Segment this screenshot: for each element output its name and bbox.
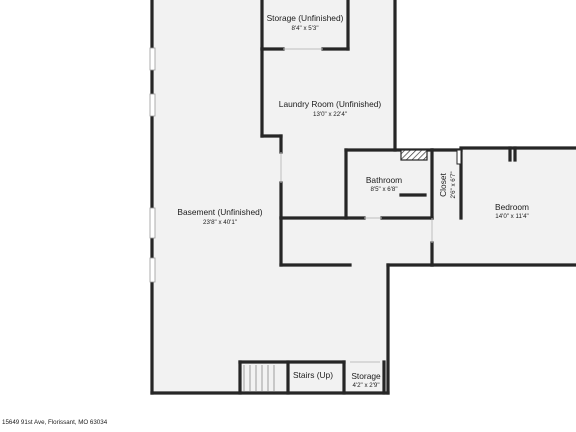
door-openings bbox=[280, 48, 433, 363]
laundry-name: Laundry Room (Unfinished) bbox=[279, 99, 382, 109]
laundry-dims: 13'0" x 22'4" bbox=[313, 111, 347, 118]
basement-dims: 23'8" x 40'1" bbox=[203, 219, 237, 226]
bathroom-fixture bbox=[400, 149, 428, 161]
closet-dims: 2'6" x 6'7" bbox=[450, 171, 457, 198]
storage-top-name: Storage (Unfinished) bbox=[267, 13, 344, 23]
basement-name: Basement (Unfinished) bbox=[177, 207, 262, 217]
address-footer: 15649 91st Ave, Florissant, MO 63034 bbox=[2, 419, 108, 426]
window-2 bbox=[149, 93, 156, 117]
storage-top-dims: 8'4" x 5'3" bbox=[291, 25, 318, 32]
window-4 bbox=[149, 257, 156, 283]
window-3 bbox=[149, 207, 156, 239]
closet-shelf bbox=[456, 149, 462, 165]
bathroom-name: Bathroom bbox=[366, 175, 402, 185]
bedroom-floor bbox=[432, 148, 576, 265]
bedroom-name: Bedroom bbox=[495, 202, 529, 212]
bedroom-dims: 14'0" x 11'4" bbox=[495, 213, 528, 220]
windows bbox=[149, 47, 156, 283]
stair-treads bbox=[243, 365, 275, 391]
walls bbox=[150, 0, 576, 395]
storage-small-name: Storage bbox=[351, 371, 381, 381]
room-labels: Storage (Unfinished) 8'4" x 5'3" Laundry… bbox=[177, 13, 529, 389]
main-floor bbox=[152, 0, 432, 393]
stairs-name: Stairs (Up) bbox=[293, 370, 333, 380]
floor-area bbox=[152, 0, 576, 393]
storage-small-dims: 4'2" x 2'9" bbox=[352, 382, 379, 389]
closet-name: Closet bbox=[438, 172, 448, 196]
window-1 bbox=[149, 47, 156, 71]
bathroom-dims: 8'5" x 6'8" bbox=[370, 186, 397, 193]
